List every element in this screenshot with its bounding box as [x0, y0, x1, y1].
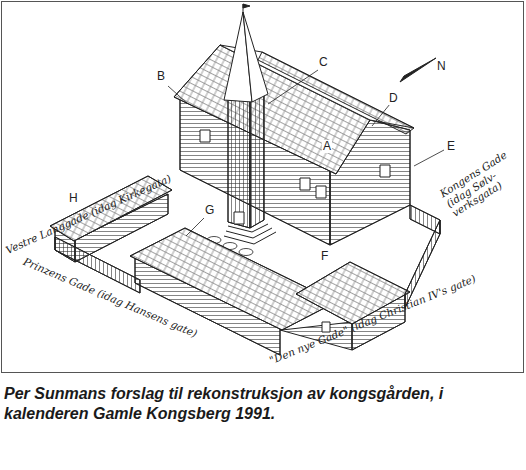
part-letter: D [388, 92, 399, 105]
figure-caption: Per Sunmans forslag til rekonstruksjon a… [4, 384, 519, 424]
north-mark: N [436, 60, 447, 73]
part-letter: E [446, 140, 456, 153]
part-letter: C [318, 56, 329, 69]
part-letter: B [156, 70, 166, 83]
part-letter: F [320, 250, 329, 263]
part-letter: H [68, 192, 79, 205]
part-letter: G [204, 204, 215, 217]
part-letter: A [322, 140, 332, 153]
street-name: Kongens Gade (idag Sølv-verksgata) [438, 145, 526, 219]
